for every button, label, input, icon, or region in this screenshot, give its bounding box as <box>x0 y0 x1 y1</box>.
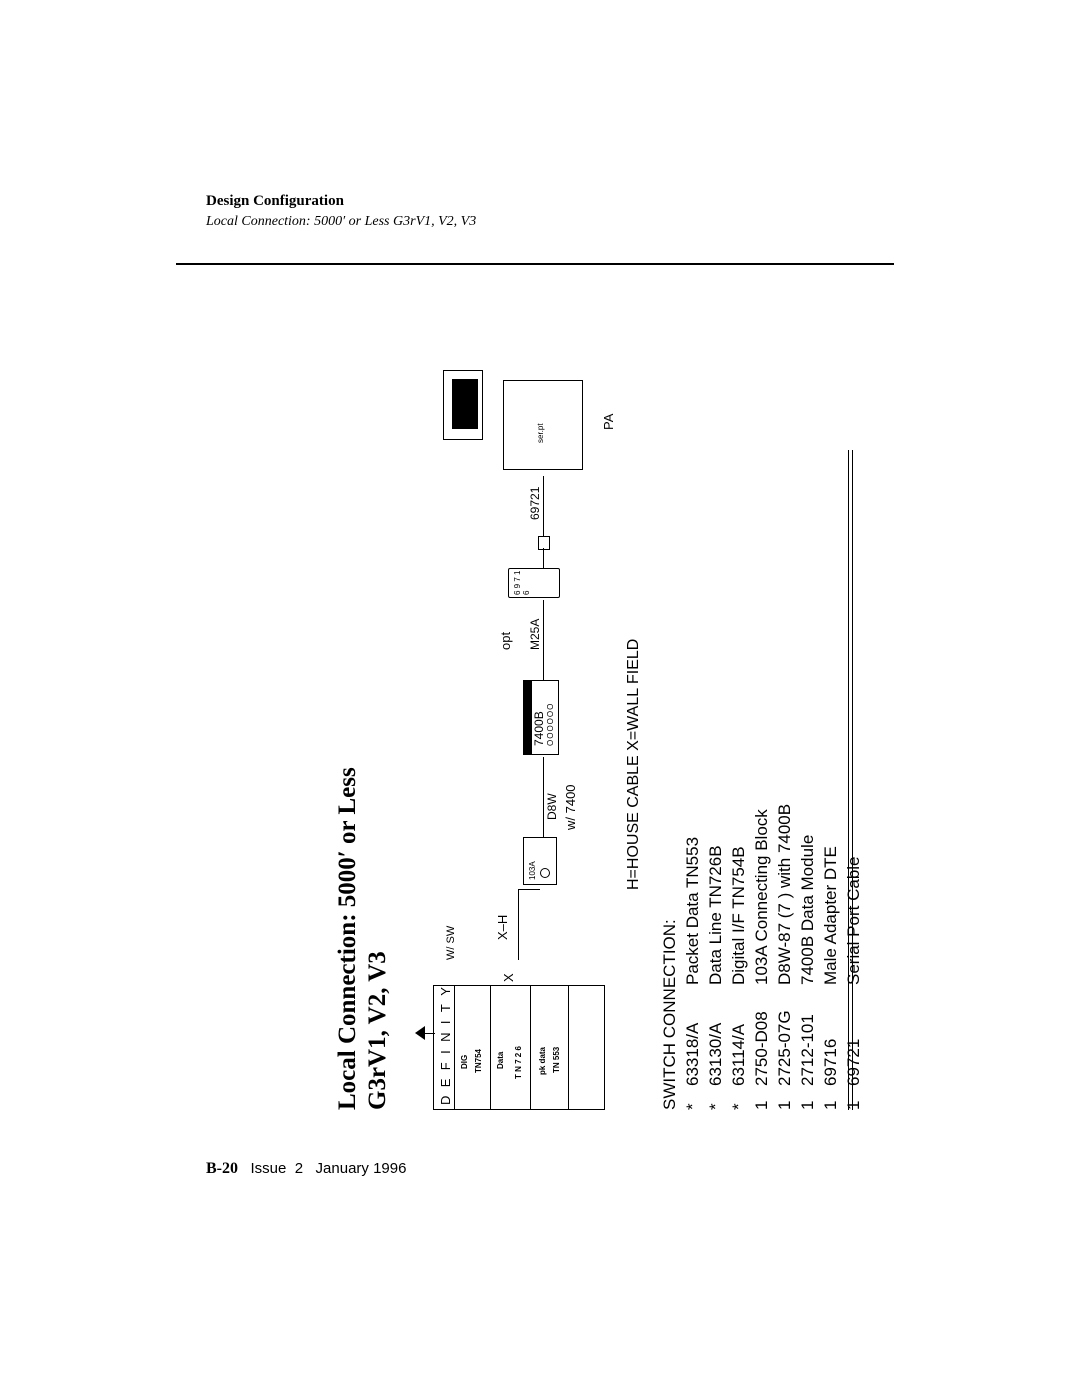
label-x-h: X–H <box>495 914 510 940</box>
adapter-pins: 6 9 7 1 6 <box>513 570 531 595</box>
diagram-title-line1: Local Connection: 5000′ or Less <box>334 767 361 1110</box>
item-qty: 1 <box>752 1100 771 1110</box>
label-69721: 69721 <box>528 486 542 520</box>
item-code: 2750-D08 <box>752 1011 771 1086</box>
wire-d8w <box>543 757 544 837</box>
list-item: 1 2750-D08 103A Connecting Block <box>750 804 773 1110</box>
slot2-label-b: T N 7 2 6 <box>514 1046 523 1079</box>
cabinet-letters: D E F I N I T Y <box>438 987 453 1105</box>
module-top-bar <box>524 681 532 754</box>
block-103a-jack <box>540 868 550 878</box>
wire-cabinet-to-103a <box>518 890 519 960</box>
slot-divider-1 <box>490 986 491 1109</box>
module-label: 7400B <box>532 711 546 746</box>
label-d8w: D8W <box>545 793 559 820</box>
module-dots: OOOOOO <box>546 702 555 746</box>
pc-screen <box>452 379 478 429</box>
diagram-sheet: Local Connection: 5000′ or Less G3rV1, V… <box>333 330 863 1110</box>
item-desc: Digital I/F TN754B <box>729 846 748 985</box>
cabinet: D E F I N I T Y DIG TN754 Data T N 7 2 6… <box>433 985 605 1110</box>
issue-date <box>238 1160 251 1177</box>
letter-n: N <box>438 1032 453 1042</box>
letter-i: I <box>438 1050 453 1054</box>
block-103a-label: 103A <box>528 861 537 880</box>
item-code: 63114/A <box>729 1023 748 1086</box>
issue-text: Issue 2 January 1996 <box>250 1160 407 1177</box>
list-item: 1 69716 Male Adapter DTE <box>819 804 842 1110</box>
label-opt: opt <box>498 631 513 650</box>
connecting-block-103a: 103A <box>523 837 557 885</box>
pc-monitor <box>443 370 483 440</box>
page-number: B-20 <box>206 1160 238 1177</box>
item-desc: D8W-87 (7 ) with 7400B <box>775 803 794 985</box>
item-code: 2712-101 <box>798 1014 817 1086</box>
item-code: 63130/A <box>706 1022 725 1086</box>
label-pa: PA <box>601 413 616 430</box>
cable-legend: H=HOUSE CABLE X=WALL FIELD <box>625 638 642 890</box>
item-desc: Data Line TN726B <box>706 845 725 985</box>
item-desc: 7400B Data Module <box>798 834 817 985</box>
adapter-69716: 6 9 7 1 6 <box>508 568 560 598</box>
label-ser-pt: ser.pt <box>536 423 545 443</box>
list-item: 1 69721 Serial Port Cable <box>842 804 865 1110</box>
letter-d: D <box>438 1095 453 1105</box>
wire-adapter <box>543 548 544 568</box>
slot3-label-b: TN 553 <box>552 1046 561 1073</box>
item-qty: 1 <box>844 1100 863 1110</box>
item-desc: Serial Port Cable <box>844 856 863 985</box>
item-code: 2725-07G <box>775 1010 794 1086</box>
wire-vertical <box>518 889 540 890</box>
item-desc: Male Adapter DTE <box>821 846 840 985</box>
label-w7400: w/ 7400 <box>563 784 578 830</box>
item-qty: 1 <box>821 1100 840 1110</box>
wire-m25a <box>543 600 544 680</box>
letter-y: Y <box>438 987 453 996</box>
list-item: 1 2725-07G D8W-87 (7 ) with 7400B <box>773 804 796 1110</box>
sheet-border <box>848 450 849 1110</box>
diagram-title-line2: G3rV1, V2, V3 <box>364 951 391 1110</box>
slot3-label-a: pk data <box>538 1046 547 1075</box>
letter-e: E <box>438 1078 453 1088</box>
item-qty: 1 <box>775 1100 794 1110</box>
slot1-label-b: TN754 <box>474 1048 483 1073</box>
label-m25a: M25A <box>528 618 542 650</box>
slot1-label-a: DIG <box>460 1054 469 1069</box>
arrow-head-icon <box>415 1026 425 1040</box>
item-code: 69721 <box>844 1038 863 1086</box>
cabinet-divider <box>454 986 455 1109</box>
label-w-sw: W/ SW <box>445 925 457 960</box>
slot-divider-3 <box>568 986 569 1109</box>
item-desc: Packet Data TN553 <box>683 836 702 985</box>
sheet-border-2 <box>852 450 853 1110</box>
header-rule <box>176 263 894 265</box>
item-qty: * <box>683 1103 702 1110</box>
switch-header: SWITCH CONNECTION: <box>660 919 679 1110</box>
cable-stub <box>538 536 550 550</box>
slot-divider-2 <box>530 986 531 1109</box>
letter-f: F <box>438 1062 453 1071</box>
label-x: X <box>501 973 516 982</box>
slot2-label-a: Data <box>496 1051 505 1069</box>
pc-terminal: ser.pt <box>503 380 583 470</box>
letter-t: T <box>438 1004 453 1013</box>
page-footer: B-20 Issue 2 January 1996 <box>206 1160 406 1178</box>
item-qty: * <box>706 1103 725 1110</box>
list-item: * 63318/A Packet Data TN553 <box>681 804 704 1110</box>
list-item: * 63130/A Data Line TN726B <box>704 804 727 1110</box>
data-module-7400b: 7400B OOOOOO <box>523 680 559 755</box>
diagram-title: Local Connection: 5000′ or Less G3rV1, V… <box>333 767 393 1110</box>
letter-i2: I <box>438 1020 453 1025</box>
item-code: 63318/A <box>683 1022 702 1086</box>
section-header: Design Configuration <box>206 193 344 209</box>
switch-connection-list: SWITCH CONNECTION: * 63318/A Packet Data T… <box>658 804 865 1110</box>
list-item: 1 2712-101 7400B Data Module <box>796 804 819 1110</box>
item-qty: 1 <box>798 1100 817 1110</box>
cable-69721 <box>543 476 544 536</box>
section-subtitle: Local Connection: 5000′ or Less G3rV1, V… <box>206 214 477 229</box>
item-desc: 103A Connecting Block <box>752 809 771 985</box>
item-code: 69716 <box>821 1038 840 1086</box>
item-qty: * <box>729 1103 748 1110</box>
list-item: * 63114/A Digital I/F TN754B <box>727 804 750 1110</box>
